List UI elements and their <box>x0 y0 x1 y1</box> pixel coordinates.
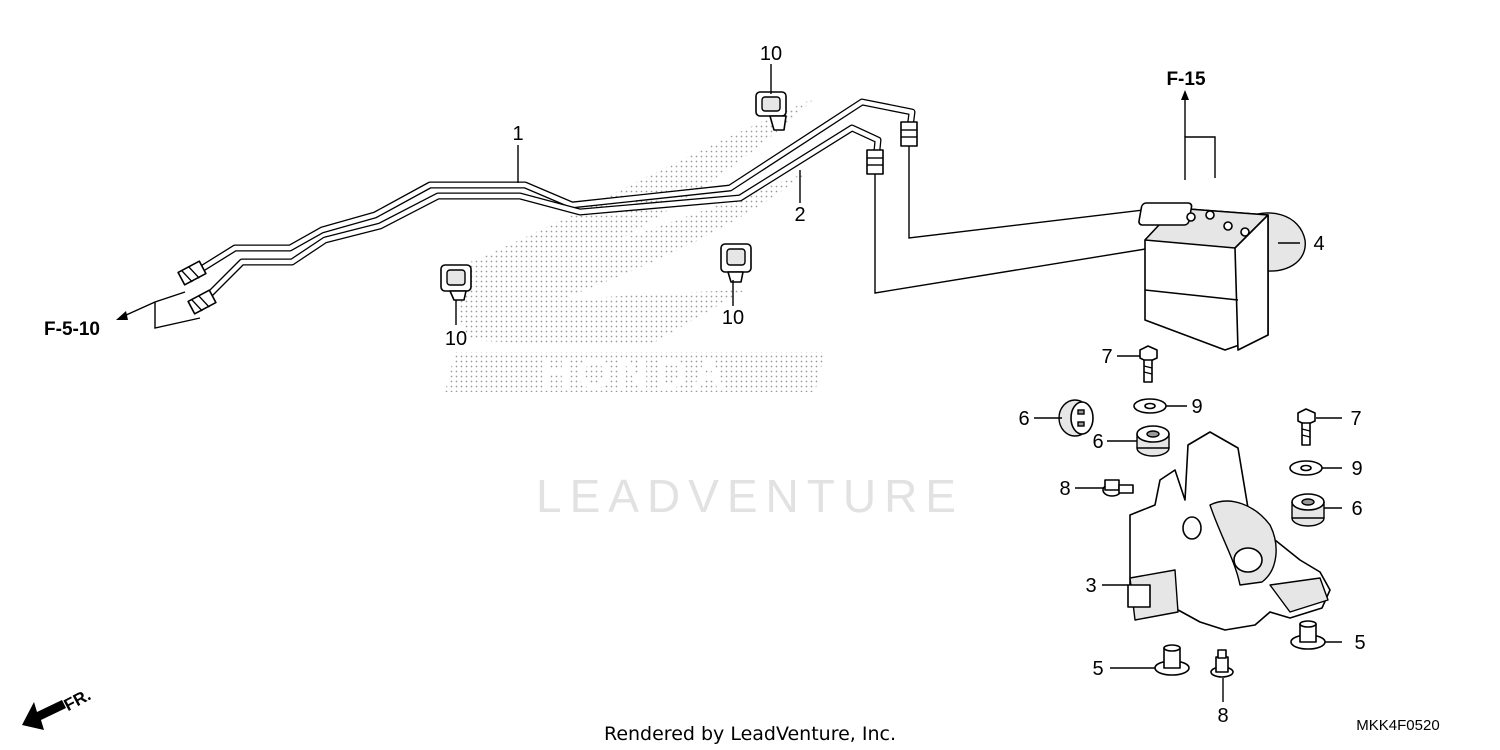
flare-nut-left-upper <box>177 260 207 286</box>
rubber-mount-6b <box>1136 425 1170 457</box>
callout-10-right: 10 <box>722 307 744 329</box>
callout-5-left: 5 <box>1092 658 1103 680</box>
callout-10-left: 10 <box>445 328 467 350</box>
callout-10-top: 10 <box>760 43 782 65</box>
front-direction-arrow: FR. <box>22 685 94 730</box>
flange-bolt-8b <box>1210 649 1234 678</box>
callout-4: 4 <box>1313 233 1324 255</box>
credit-text: Rendered by LeadVenture, Inc. <box>604 723 896 745</box>
callout-7-right: 7 <box>1350 408 1361 430</box>
watermark-text: LEADVENTURE <box>536 470 964 522</box>
bolt-7a <box>1139 345 1158 383</box>
front-marker-label: FR. <box>61 685 94 715</box>
rubber-mount-6c <box>1291 493 1325 527</box>
diagram-code: MKK4F0520 <box>1356 717 1439 734</box>
flare-nut-right-lower <box>866 149 884 175</box>
callout-9-right: 9 <box>1351 458 1362 480</box>
reference-f15: F-15 <box>1166 69 1206 90</box>
brake-pipe-1 <box>186 98 916 280</box>
callout-2: 2 <box>794 204 805 226</box>
callout-6-right: 6 <box>1351 498 1362 520</box>
callout-8-lower: 8 <box>1217 705 1228 727</box>
brake-pipe-2 <box>196 124 882 308</box>
clamp-10-right <box>720 243 752 283</box>
bolt-7b <box>1297 408 1316 446</box>
f510-arrow <box>116 291 201 329</box>
f15-arrow <box>1181 90 1216 180</box>
honda-wing-logo: HONDA <box>445 98 825 398</box>
callout-5-right: 5 <box>1354 632 1365 654</box>
collar-5b <box>1290 620 1326 650</box>
callout-9-upper: 9 <box>1191 396 1202 418</box>
connection-line-lower <box>874 174 1171 294</box>
callout-8-upper: 8 <box>1059 478 1070 500</box>
flare-nut-right-upper <box>900 121 918 147</box>
flare-nut-left-lower <box>187 289 217 315</box>
clamp-10-left <box>440 264 472 301</box>
callout-7-upper: 7 <box>1101 346 1112 368</box>
modulator-bracket <box>1127 431 1331 631</box>
callout-1: 1 <box>512 123 523 145</box>
washer-9a <box>1133 398 1167 414</box>
callout-6-middle: 6 <box>1092 431 1103 453</box>
callout-3: 3 <box>1085 575 1096 597</box>
rubber-mount-6a <box>1058 399 1094 437</box>
abs-modulator <box>1138 202 1306 351</box>
honda-logo-text: HONDA <box>539 349 730 398</box>
clamp-10-top <box>755 91 787 131</box>
reference-f510: F-5-10 <box>44 319 100 340</box>
washer-9b <box>1289 460 1323 476</box>
callout-6-left: 6 <box>1018 408 1029 430</box>
callout-leaders <box>455 64 1342 702</box>
flange-bolt-8a <box>1102 479 1134 497</box>
collar-5a <box>1154 644 1190 676</box>
connection-line-upper <box>908 146 1186 239</box>
